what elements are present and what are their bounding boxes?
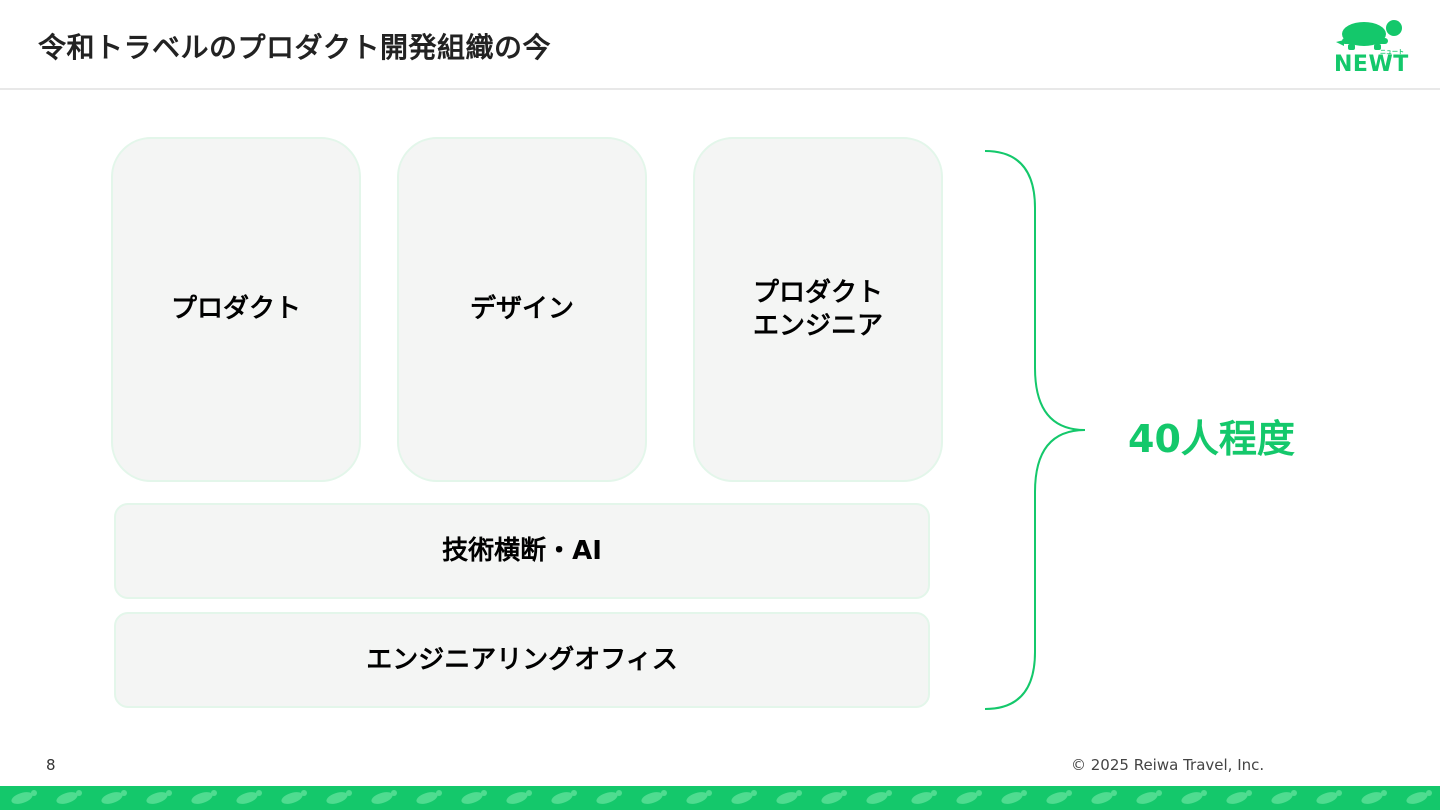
turtle-pattern-band: [0, 786, 1440, 810]
slide-title: 令和トラベルのプロダクト開発組織の今: [38, 31, 552, 64]
team-label: デザイン: [469, 294, 574, 324]
page-number: 8: [46, 756, 56, 774]
turtle-icon: [1336, 20, 1402, 50]
cross-team-box-eng-office: エンジニアリングオフィス: [114, 612, 930, 708]
team-box-design: デザイン: [397, 137, 647, 482]
curly-brace: [984, 150, 1086, 710]
cross-team-box-tech-ai: 技術横断・AI: [114, 503, 930, 599]
logo-wordmark: NEWT: [1334, 52, 1409, 77]
headcount-label: 40人程度: [1128, 417, 1295, 461]
logo-kana: ニュート: [1380, 49, 1405, 56]
cross-team-label: エンジニアリングオフィス: [366, 644, 678, 675]
team-label: プロダクト: [170, 294, 301, 324]
team-box-product-engineer: プロダクト エンジニア: [693, 137, 943, 482]
team-box-product: プロダクト: [111, 137, 361, 482]
cross-team-label: 技術横断・AI: [442, 535, 602, 566]
copyright: © 2025 Reiwa Travel, Inc.: [1071, 756, 1265, 774]
slide-header: 令和トラベルのプロダクト開発組織の今: [0, 0, 1440, 90]
team-label: プロダクト エンジニア: [752, 277, 883, 341]
